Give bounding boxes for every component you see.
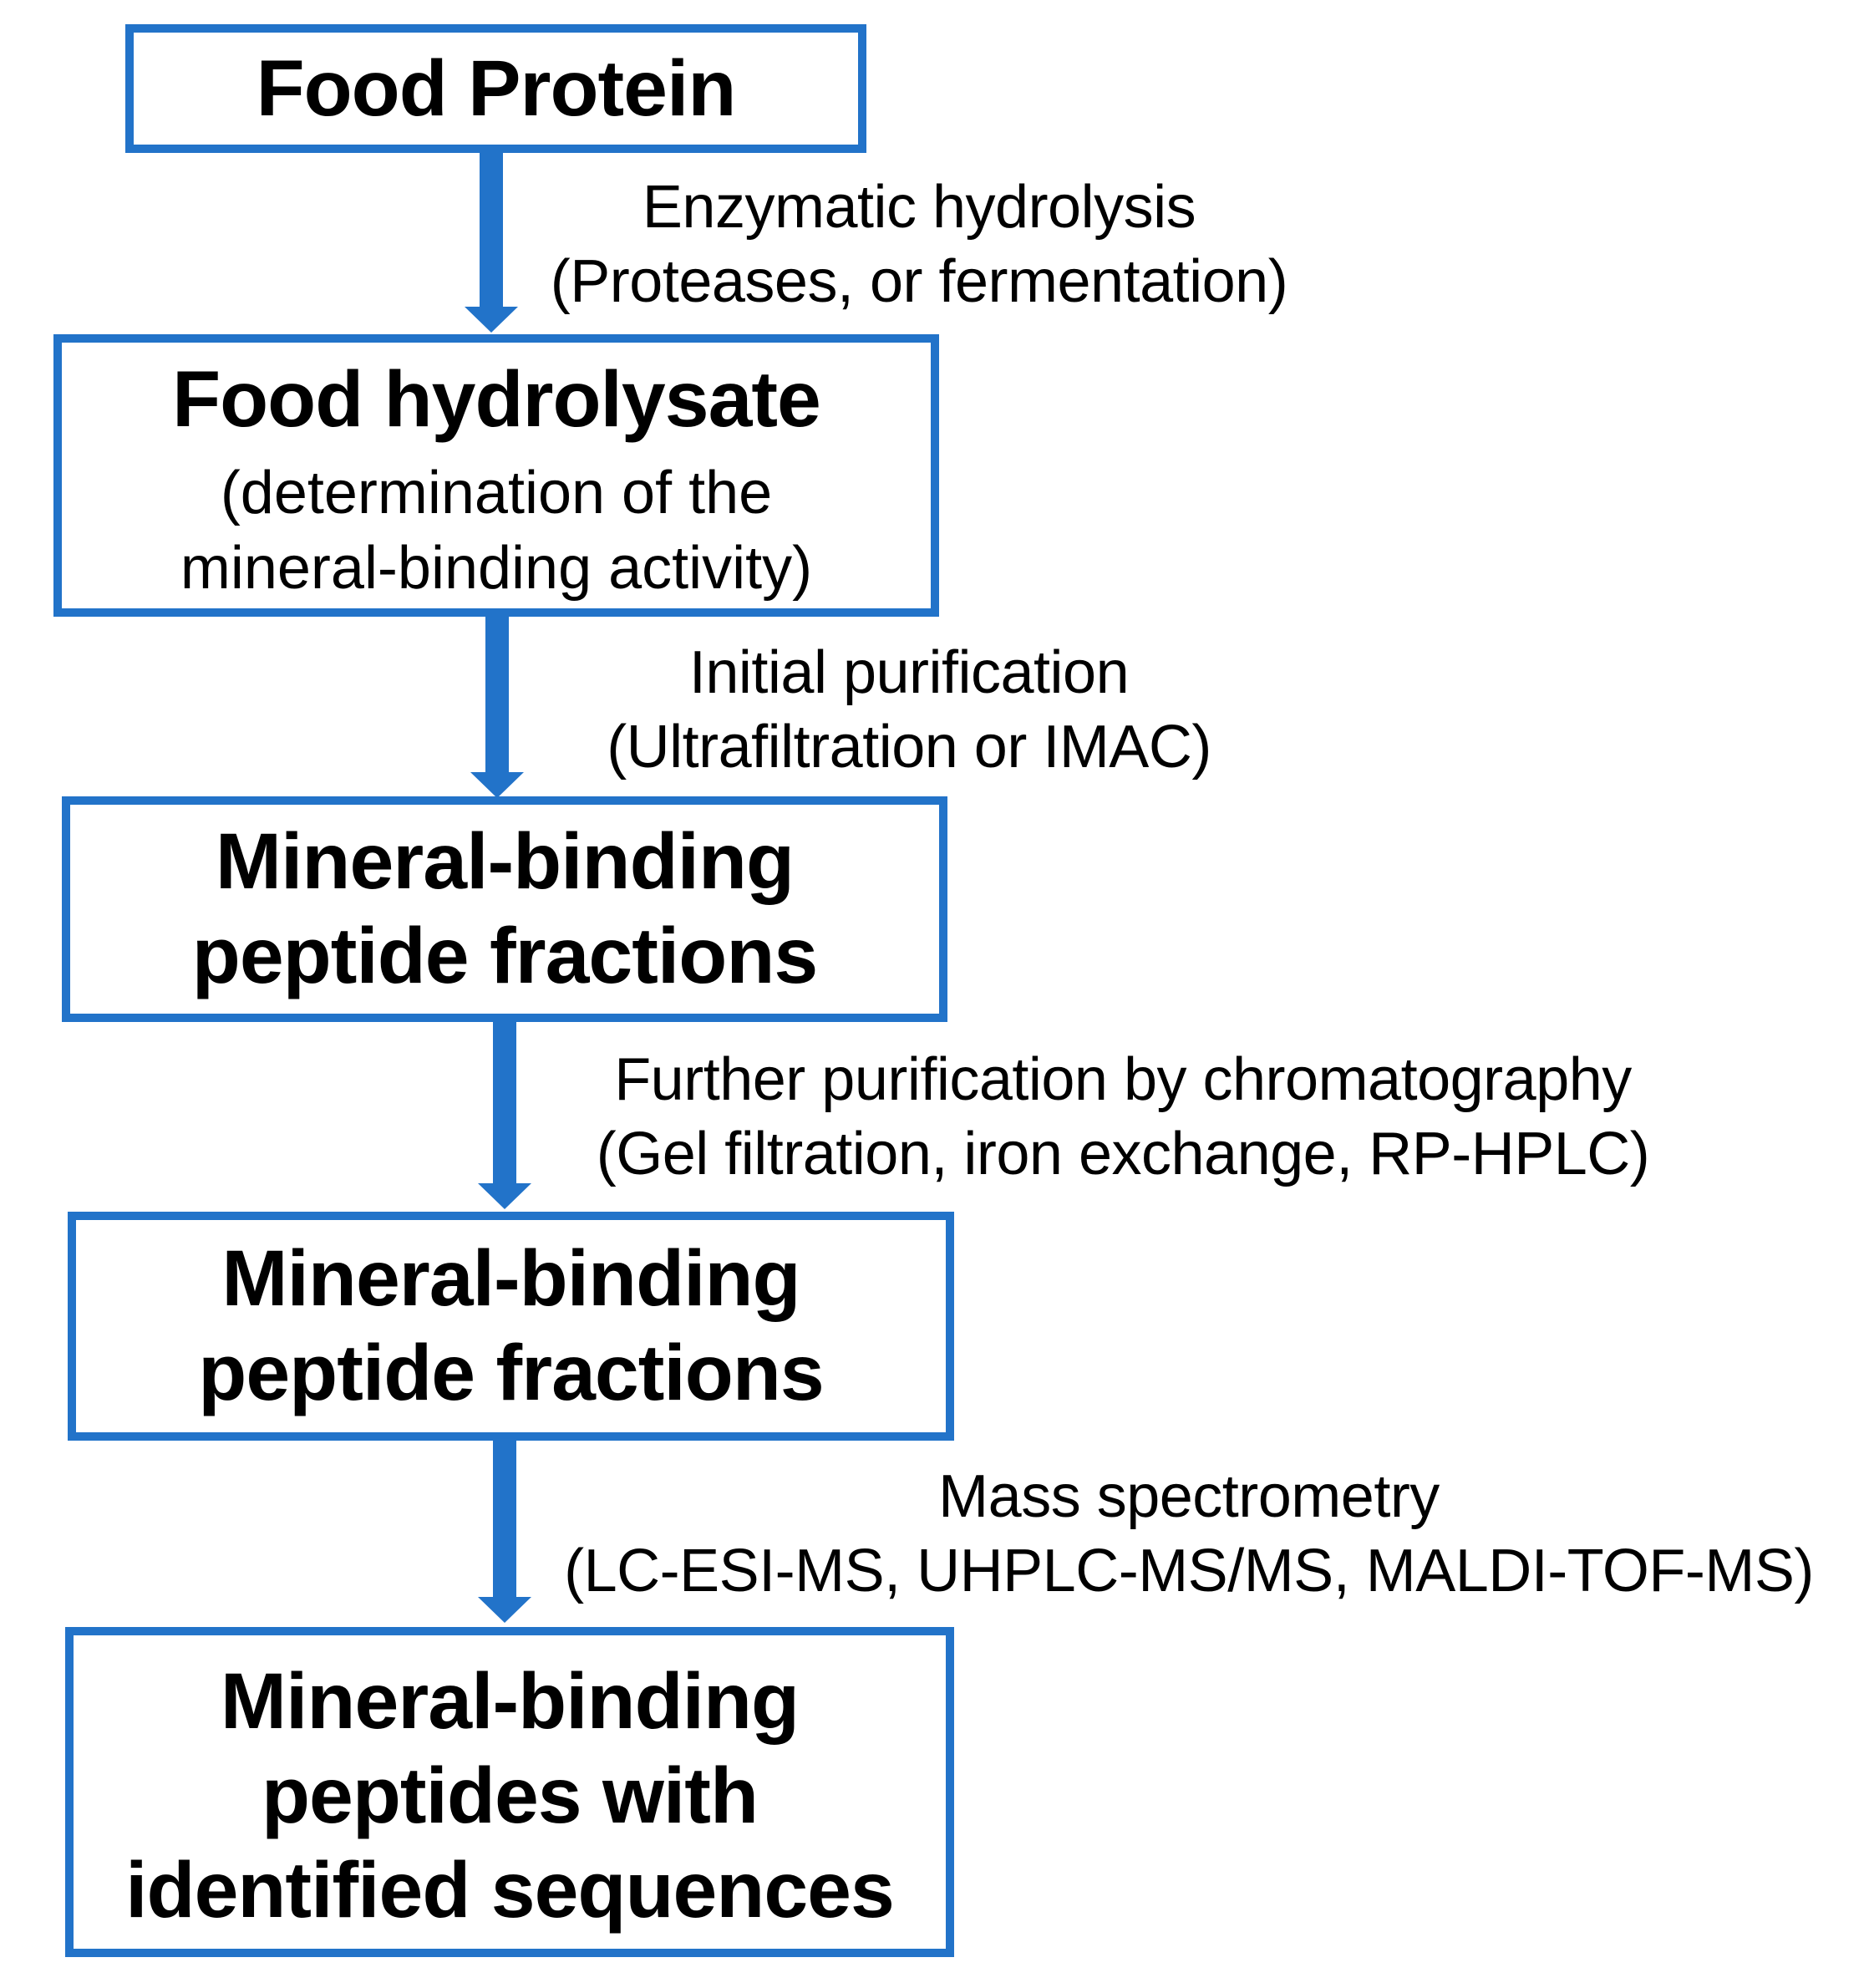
down-arrow-step-1 xyxy=(465,153,518,333)
flow-box-identified-peptides: Mineral-binding peptides with identified… xyxy=(65,1627,954,1957)
arrow-stem xyxy=(485,617,509,772)
arrow-head-icon xyxy=(470,772,524,798)
flow-box-food-protein-title: Food Protein xyxy=(256,43,737,133)
flow-box-mineral-binding-peptide-fractions-2-title: Mineral-binding peptide fractions xyxy=(198,1234,824,1417)
flow-box-food-hydrolysate-subtitle: (determination of the mineral-binding ac… xyxy=(180,459,813,602)
arrow-label-mass-spectrometry: Mass spectrometry (LC-ESI-MS, UHPLC-MS/M… xyxy=(564,1463,1814,1604)
down-arrow-step-2 xyxy=(470,617,524,798)
down-arrow-step-4 xyxy=(478,1441,531,1623)
arrow-label-enzymatic-hydrolysis: Enzymatic hydrolysis (Proteases, or ferm… xyxy=(550,174,1288,315)
arrow-label-further-purification: Further purification by chromatography (… xyxy=(596,1046,1650,1187)
flow-box-food-hydrolysate: Food hydrolysate (determination of the m… xyxy=(53,334,939,617)
arrow-head-icon xyxy=(478,1183,531,1209)
flow-box-food-hydrolysate-title: Food hydrolysate xyxy=(172,354,821,444)
flow-box-identified-peptides-title: Mineral-binding peptides with identified… xyxy=(125,1657,895,1935)
arrow-head-icon xyxy=(478,1597,531,1623)
arrow-stem xyxy=(480,153,503,307)
flow-box-food-protein: Food Protein xyxy=(125,24,866,153)
flow-box-mineral-binding-peptide-fractions-1-title: Mineral-binding peptide fractions xyxy=(191,817,818,1000)
flow-box-mineral-binding-peptide-fractions-1: Mineral-binding peptide fractions xyxy=(62,796,947,1022)
arrow-stem xyxy=(493,1441,516,1597)
arrow-stem xyxy=(493,1022,516,1183)
down-arrow-step-3 xyxy=(478,1022,531,1209)
flow-box-mineral-binding-peptide-fractions-2: Mineral-binding peptide fractions xyxy=(68,1212,954,1441)
arrow-head-icon xyxy=(465,307,518,333)
arrow-label-initial-purification: Initial purification (Ultrafiltration or… xyxy=(607,639,1211,780)
